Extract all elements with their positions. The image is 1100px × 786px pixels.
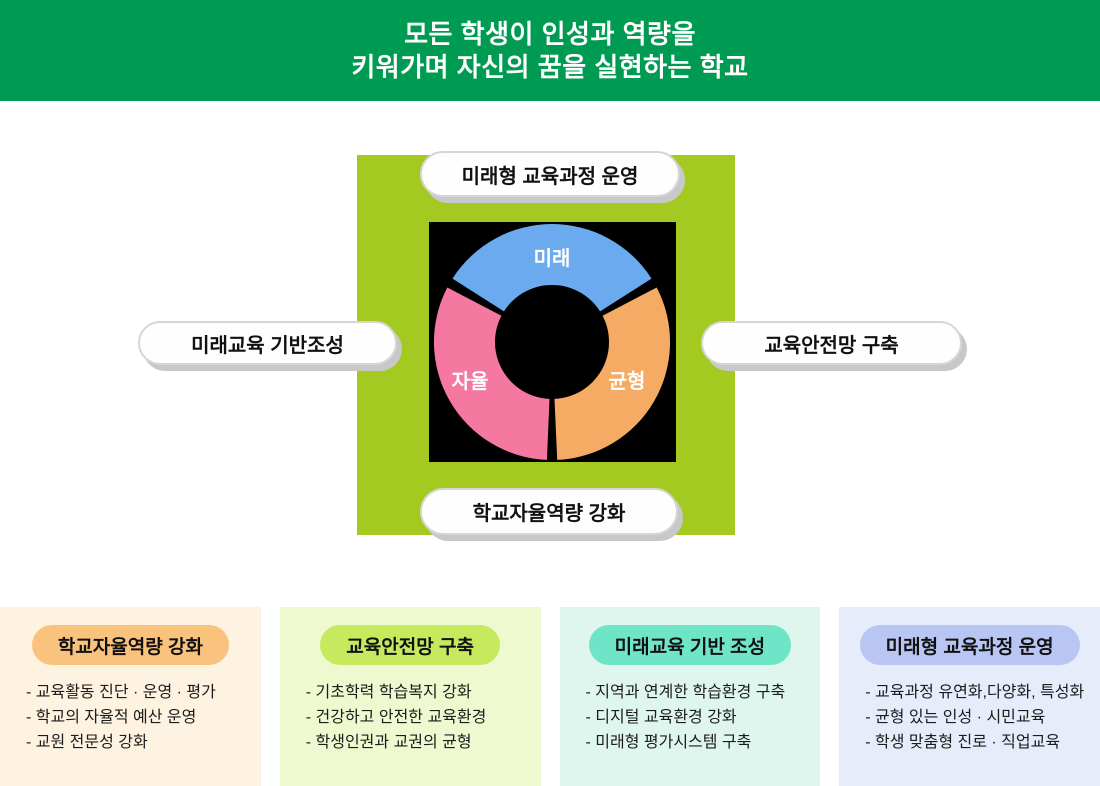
donut-segment-future [452, 224, 652, 312]
list-item: - 기초학력 학습복지 강화 [305, 684, 472, 701]
card-safety-net-items: - 기초학력 학습복지 강화 - 건강하고 안전한 교육환경 - 학생인권과 교… [280, 680, 541, 755]
diagram-pill-left-label: 미래교육 기반조성 [191, 334, 344, 357]
list-item: - 미래형 평가시스템 구축 [585, 734, 752, 751]
card-safety-net-title: 교육안전망 구축 [320, 625, 501, 665]
donut-segment-autonomy [433, 287, 550, 460]
list-item: - 건강하고 안전한 교육환경 [305, 709, 487, 726]
card-future-foundation: 미래교육 기반 조성 - 지역과 연계한 학습환경 구축 - 디지털 교육환경 … [559, 607, 821, 786]
diagram-pill-top: 미래형 교육과정 운영 [420, 151, 680, 197]
diagram-pill-top-label: 미래형 교육과정 운영 [461, 165, 639, 188]
list-item: - 교육활동 진단 · 운영 · 평가 [26, 684, 216, 701]
list-item: - 디지털 교육환경 강화 [585, 709, 737, 726]
vision-line-1: 모든 학생이 인성과 역량을 [404, 18, 696, 49]
card-school-autonomy-items: - 교육활동 진단 · 운영 · 평가 - 학교의 자율적 예산 운영 - 교원… [0, 680, 261, 755]
vision-banner: 모든 학생이 인성과 역량을 키워가며 자신의 꿈을 실현하는 학교 [0, 0, 1100, 101]
list-item: - 균형 있는 인성 · 시민교육 [865, 709, 1046, 726]
card-future-curriculum-title: 미래형 교육과정 운영 [859, 625, 1080, 665]
list-item: - 지역과 연계한 학습환경 구축 [585, 684, 786, 701]
list-item: - 학교의 자율적 예산 운영 [26, 709, 197, 726]
diagram-pill-right: 교육안전망 구축 [701, 321, 962, 365]
donut-label-future: 미래 [534, 247, 571, 270]
card-school-autonomy: 학교자율역량 강화 - 교육활동 진단 · 운영 · 평가 - 학교의 자율적 … [0, 607, 261, 786]
card-future-curriculum: 미래형 교육과정 운영 - 교육과정 유연화,다양화, 특성화 - 균형 있는 … [839, 607, 1100, 786]
card-future-foundation-items: - 지역과 연계한 학습환경 구축 - 디지털 교육환경 강화 - 미래형 평가… [560, 680, 821, 755]
diagram-pill-bottom-label: 학교자율역량 강화 [472, 503, 626, 525]
list-item: - 학생 맞춤형 진로 · 직업교육 [865, 734, 1061, 751]
donut-segment-balance [554, 287, 671, 460]
list-item: - 학생인권과 교권의 균형 [305, 734, 472, 751]
donut-label-autonomy: 자율 [452, 370, 489, 393]
card-safety-net: 교육안전망 구축 - 기초학력 학습복지 강화 - 건강하고 안전한 교육환경 … [279, 607, 541, 786]
core-values-donut: 미래 자율 균형 [433, 224, 671, 460]
diagram-pill-right-label: 교육안전망 구축 [764, 334, 899, 357]
list-item: - 교육과정 유연화,다양화, 특성화 [865, 684, 1085, 701]
diagram-black-square: 미래 자율 균형 [429, 222, 676, 462]
donut-label-balance: 균형 [609, 370, 646, 393]
card-school-autonomy-title: 학교자율역량 강화 [31, 625, 229, 665]
card-future-foundation-title: 미래교육 기반 조성 [588, 625, 792, 665]
list-item: - 교원 전문성 강화 [26, 734, 148, 751]
strategy-cards: 학교자율역량 강화 - 교육활동 진단 · 운영 · 평가 - 학교의 자율적 … [0, 607, 1100, 786]
diagram-pill-bottom: 학교자율역량 강화 [420, 488, 678, 535]
vision-line-2: 키워가며 자신의 꿈을 실현하는 학교 [351, 51, 749, 82]
card-future-curriculum-items: - 교육과정 유연화,다양화, 특성화 - 균형 있는 인성 · 시민교육 - … [839, 680, 1100, 755]
diagram-pill-left: 미래교육 기반조성 [138, 321, 397, 365]
